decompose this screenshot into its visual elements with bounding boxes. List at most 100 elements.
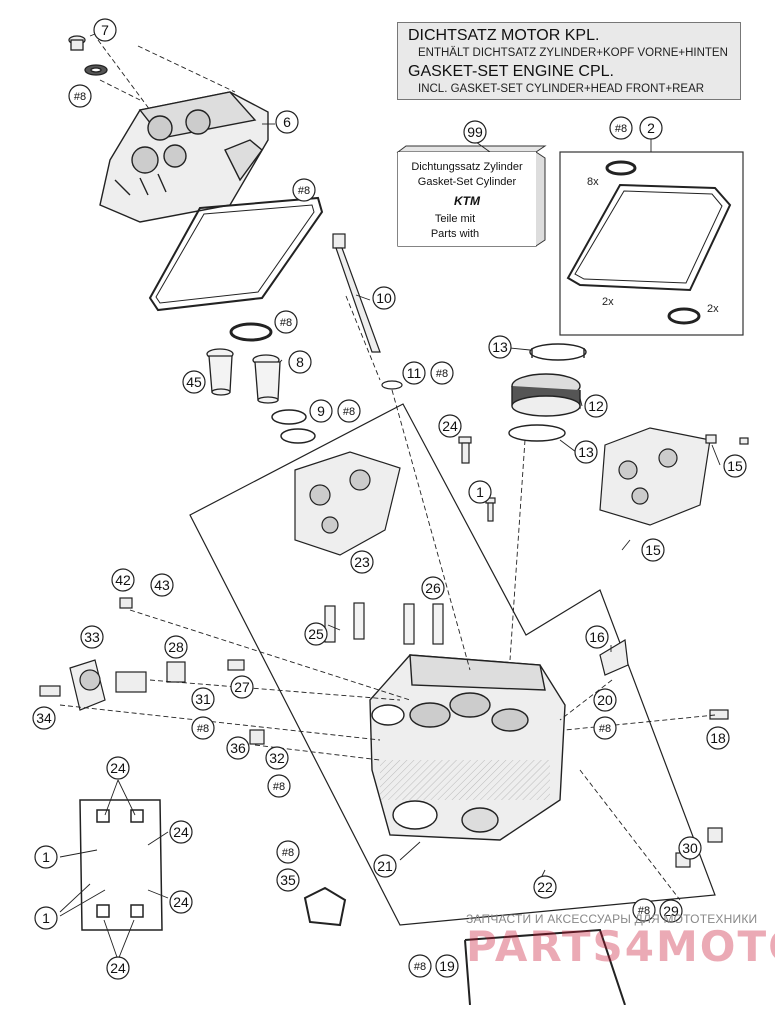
callout-label-c36: 36 [230,740,246,756]
callout-label-c8a: #8 [74,91,86,103]
callout-label-c23: 23 [354,554,370,570]
callout-label-c9: 9 [317,403,325,419]
callout-label-c19: 19 [439,958,455,974]
callout-label-c8b: #8 [298,185,310,197]
callout-circle-c15a [723,454,747,478]
callout-label-c8h: #8 [343,406,355,418]
callout-circle-c1a [468,480,492,504]
callout-label-c6: 6 [283,114,291,130]
callout-label-c2: 2 [647,120,655,136]
callout-circle-c12 [584,394,608,418]
callout-circle-c8m [632,898,656,922]
callout-label-c7: 7 [101,22,109,38]
ktm-logo: KTM [454,194,480,208]
cylinder-head-part [369,654,566,841]
callout-label-c12: 12 [588,398,604,414]
callout-circle-c6 [275,110,299,134]
callout-label-c42: 42 [115,572,131,588]
callout-circle-c24e [106,956,130,980]
callout-circle-c16 [585,625,609,649]
callout-circle-c24a [438,414,462,438]
head-gasket-part [464,928,626,1006]
valve-cover-part [99,91,269,223]
callout-circle-c25 [304,622,328,646]
callout-label-c24e: 24 [110,960,126,976]
valve-cover-gasket-part [148,196,324,312]
callout-label-c24c: 24 [173,824,189,840]
callout-label-c25: 25 [308,626,324,642]
callout-circle-c2 [639,116,663,140]
callout-circle-c13b [574,440,598,464]
intake-flange-part [508,343,587,442]
callout-circle-c34 [32,706,56,730]
callout-circle-c13a [488,335,512,359]
callout-circle-c8g [430,361,454,385]
callout-label-c99: 99 [467,124,483,140]
callout-circle-c8h [337,399,361,423]
callout-label-c30: 30 [682,840,698,856]
gasket-set-desc-en: INCL. GASKET-SET CYLINDER+HEAD FRONT+REA… [418,83,705,95]
callout-circle-c20 [593,688,617,712]
callout-label-c8c: #8 [615,123,627,135]
callout-label-c8g: #8 [436,368,448,380]
callout-circle-c11 [402,361,426,385]
callout-circle-c9 [309,399,333,423]
callout-circle-c19 [435,954,459,978]
callout-label-c43: 43 [154,577,170,593]
callout-circle-c33 [80,625,104,649]
callout-circle-c24b [106,756,130,780]
callout-label-c24d: 24 [173,894,189,910]
valve-guides-part [324,602,444,645]
callout-label-c8m: #8 [638,905,650,917]
callout-label-c1b: 1 [42,849,50,865]
callout-circle-c8a [68,84,92,108]
callout-circle-c45 [182,370,206,394]
callout-label-c8f: 8 [296,354,304,370]
qty-label-8x: 8x [587,176,599,188]
callout-circle-c36 [226,736,250,760]
callout-circle-c35 [276,868,300,892]
callout-label-c22: 22 [537,879,553,895]
qty-label-2x-b: 2x [707,303,719,315]
gasket-set-title-en: GASKET-SET ENGINE CPL. [408,63,614,80]
callout-label-c8d: #8 [280,317,292,329]
callout-circle-c8j [593,716,617,740]
spark-plug-tubes-part [206,348,281,404]
callout-circle-c30 [678,836,702,860]
callout-circle-c8i [191,716,215,740]
cover-bolt-part [68,35,108,76]
base-plate-part [79,799,163,931]
callout-label-c8l: #8 [282,847,294,859]
callout-circle-c22 [533,875,557,899]
cylinder-head-gasket-small-part [566,160,732,325]
gasket-35-part [303,886,347,927]
callout-label-c31: 31 [195,691,211,707]
callout-circle-c24d [169,890,193,914]
qty-label-2x-a: 2x [602,296,614,308]
callout-circle-c29 [659,899,683,923]
callout-label-c1c: 1 [42,910,50,926]
callout-label-c21: 21 [377,858,393,874]
callout-circle-c1b [34,845,58,869]
callout-circle-c42 [111,568,135,592]
callout-label-c11: 11 [407,365,422,381]
callout-label-c32: 32 [269,750,285,766]
callout-label-c45: 45 [186,374,202,390]
cyl-gasket-de: Dichtungssatz Zylinder [411,161,523,173]
callout-circle-c8f [288,350,312,374]
callout-circle-c43 [150,573,174,597]
callout-label-c13b: 13 [578,444,594,460]
callout-label-c33: 33 [84,629,100,645]
callout-label-c26: 26 [425,580,441,596]
callout-label-c28: 28 [168,639,184,655]
callout-label-c24a: 24 [442,418,458,434]
callout-label-c1a: 1 [476,484,484,500]
callout-label-c27: 27 [234,679,250,695]
callout-circle-c32 [265,746,289,770]
callout-circle-c8d [274,310,298,334]
callout-label-c8k: #8 [273,781,285,793]
callout-label-c13a: 13 [492,339,508,355]
watermark-text: ЗАПЧАСТИ И АКСЕССУАРЫ ДЛЯ МОТОТЕХНИКИ [466,912,758,926]
cylinder-gasket-label: Dichtungssatz Zylinder Gasket-Set Cylind… [398,152,536,246]
